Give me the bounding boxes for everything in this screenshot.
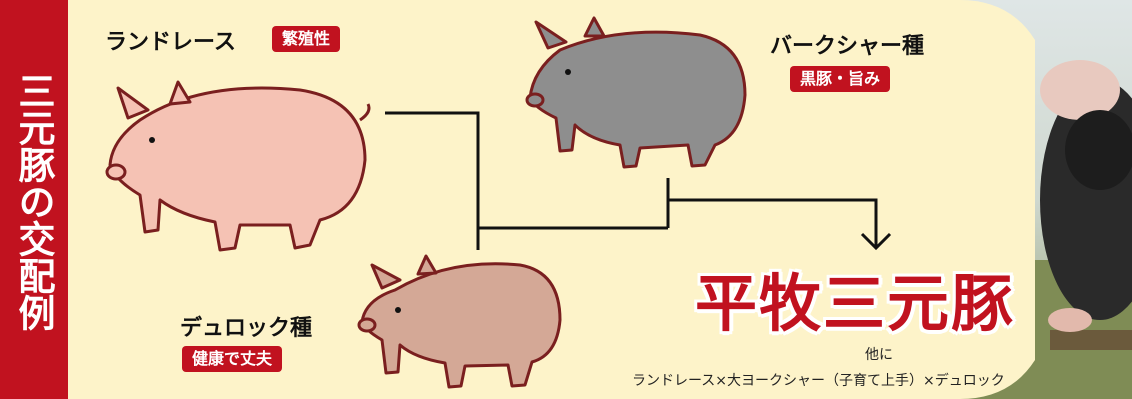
berkshire-name: バークシャー種 — [770, 34, 925, 59]
landrace-trait-badge: 繁殖性 — [272, 26, 341, 52]
line-to-result — [668, 198, 878, 246]
duroc-name: デュロック種 — [180, 316, 313, 341]
line-landrace — [385, 111, 480, 250]
landrace-name: ランドレース — [105, 30, 236, 55]
result-note-line2: ランドレース×大ヨークシャー（子育て上手）×デュロック — [632, 373, 1005, 389]
arrow-head — [860, 232, 892, 251]
result-note-line1: 他に — [865, 347, 893, 363]
result-title: 平牧三元豚 — [695, 267, 1016, 340]
berkshire-trait-badge: 黒豚・旨み — [790, 66, 891, 92]
sidebar-title: 三元豚の交配例 — [12, 71, 56, 331]
sidebar: 三元豚の交配例 — [0, 0, 68, 399]
duroc-trait-badge: 健康で丈夫 — [182, 346, 283, 372]
